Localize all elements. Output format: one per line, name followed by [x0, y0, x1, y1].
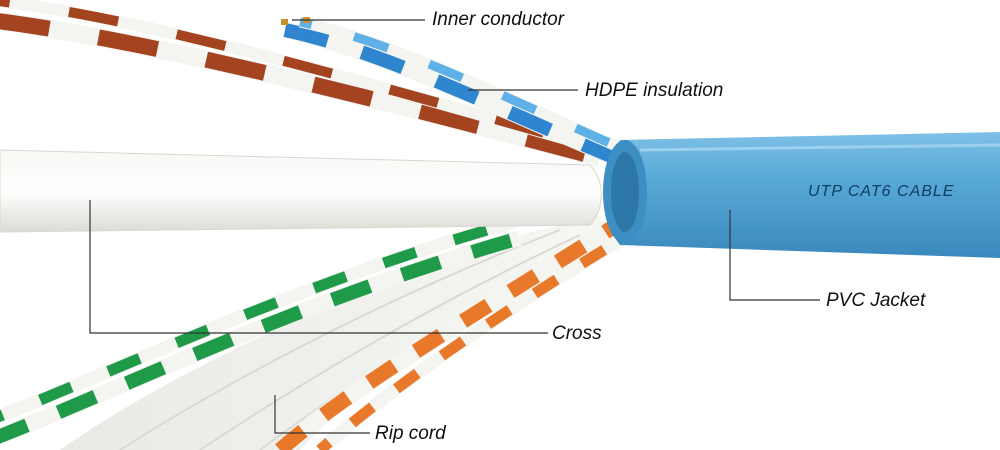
jacket-print-text: UTP CAT6 CABLE [808, 183, 955, 200]
label-rip-cord: Rip cord [375, 423, 446, 444]
pvc-jacket [605, 132, 1000, 258]
label-cross: Cross [552, 323, 602, 344]
pvc-jacket-highlight [639, 143, 1000, 152]
inner-conductor-1 [281, 19, 288, 25]
leader-cross [89, 200, 548, 334]
label-pvc-jacket: PVC Jacket [826, 290, 926, 311]
pvc-jacket-opening [611, 152, 639, 232]
orange-twisted-pair [274, 202, 649, 450]
brown-twisted-pair [0, 0, 607, 167]
leader-rip-cord [274, 395, 370, 434]
label-inner-conductor: Inner conductor [432, 9, 565, 30]
label-hdpe-insulation: HDPE insulation [585, 80, 724, 101]
blue-twisted-pair [283, 16, 633, 170]
leader-lines [89, 19, 820, 434]
green-twisted-pair [0, 215, 523, 445]
leader-pvc-jacket [729, 210, 820, 301]
cross-separator [0, 149, 602, 233]
